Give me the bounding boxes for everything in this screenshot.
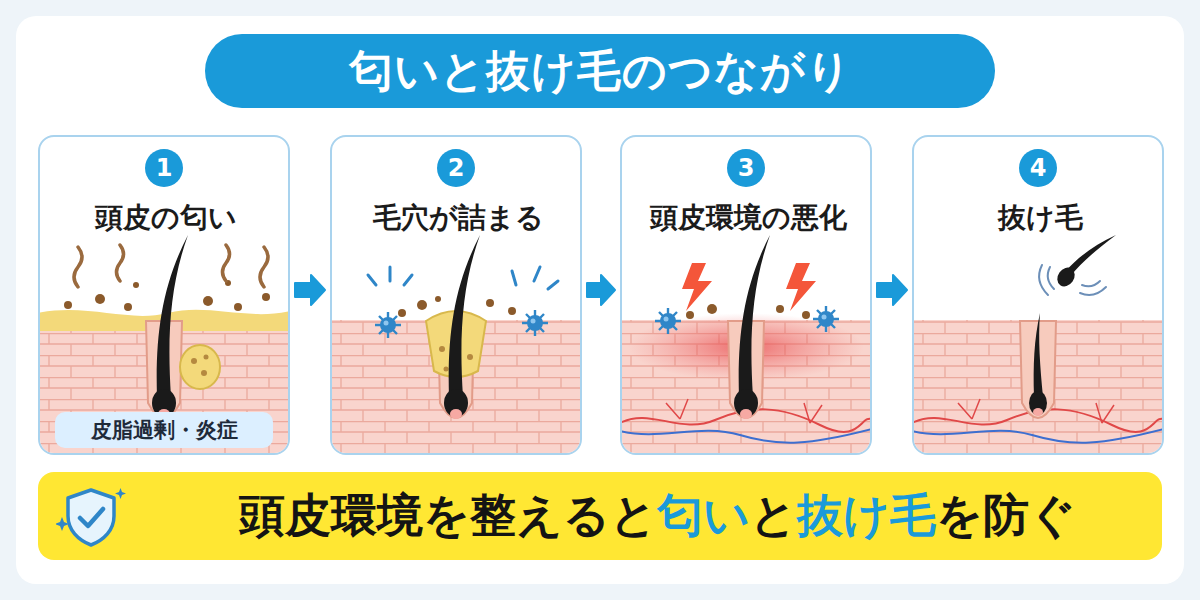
step-heading: 頭皮の匂い xyxy=(95,199,237,237)
flow-arrow xyxy=(877,275,907,305)
step-heading: 抜け毛 xyxy=(998,199,1083,237)
shield-icon xyxy=(56,484,126,550)
cause-text: 皮脂過剰・炎症 xyxy=(91,416,238,444)
summary-band: 頭皮環境を整えると匂いと抜け毛を防ぐ xyxy=(38,472,1162,560)
summary-text: 匂い xyxy=(657,485,750,547)
summary-text: 抜け毛 xyxy=(797,485,936,547)
callout-number: 3 xyxy=(727,149,765,187)
summary-text: と xyxy=(750,485,797,547)
step-card: 2 毛穴が詰まる xyxy=(330,135,582,455)
callout-number: 2 xyxy=(437,149,475,187)
cause-label: 皮脂過剰・炎症 xyxy=(55,412,273,448)
step-heading: 頭皮環境の悪化 xyxy=(650,199,847,237)
step-card: 4 抜け毛 xyxy=(912,135,1164,455)
flow-arrow xyxy=(587,275,615,305)
summary-text: 頭皮環境を整えると xyxy=(239,485,657,547)
summary-text: を防ぐ xyxy=(936,485,1076,547)
flow-arrow xyxy=(295,275,325,305)
summary-row: 頭皮環境を整えると匂いと抜け毛を防ぐ xyxy=(239,472,1076,560)
step-card: 1 頭皮の匂い皮脂過剰・炎症 xyxy=(38,135,290,455)
step-card: 3 頭皮環境の悪化 xyxy=(620,135,872,455)
callout-number: 4 xyxy=(1019,149,1057,187)
step-heading: 毛穴が詰まる xyxy=(373,199,544,237)
callout-number: 1 xyxy=(145,149,183,187)
title-banner: 匂いと抜け毛のつながり xyxy=(205,34,995,108)
